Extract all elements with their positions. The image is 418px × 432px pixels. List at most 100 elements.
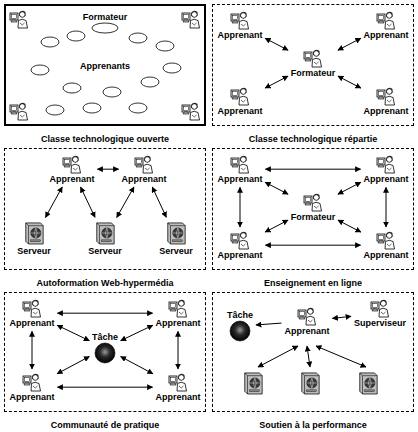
person-node: Formateur xyxy=(291,192,336,222)
plain-node: Apprenants xyxy=(80,61,130,71)
node-icon xyxy=(165,220,187,246)
server-link xyxy=(316,346,366,367)
server-link xyxy=(307,346,310,367)
note-ovals xyxy=(31,31,181,115)
person-icon xyxy=(377,88,395,105)
node-label: Apprenant xyxy=(218,30,263,40)
person-node: Apprenant xyxy=(218,86,263,116)
node-label: Apprenant xyxy=(285,326,330,336)
connector-arrow xyxy=(266,245,361,246)
server-icons xyxy=(245,373,377,394)
connector-arrow xyxy=(265,76,288,88)
node-icon xyxy=(376,154,396,174)
person-icon xyxy=(231,88,249,105)
scenario-panel: Autoformation Web-hypermédia Apprenant App… xyxy=(4,148,206,286)
server-icon xyxy=(26,223,43,244)
connector-arrow xyxy=(152,187,166,217)
server-link xyxy=(258,346,298,367)
node-label: Apprenant xyxy=(122,174,167,184)
person-node: Apprenant xyxy=(364,86,409,116)
node-label: Apprenant xyxy=(364,174,409,184)
node-label: Serveur xyxy=(17,246,51,256)
node-icon xyxy=(230,10,250,30)
oval xyxy=(129,33,147,43)
ball-node: Tâche xyxy=(227,310,253,342)
oval xyxy=(156,41,174,51)
connector-arrow xyxy=(386,187,387,227)
person-icon xyxy=(182,11,200,28)
connector-arrow xyxy=(57,357,89,374)
person-icon xyxy=(231,156,249,173)
person-node: Apprenant xyxy=(364,154,409,184)
scenario-panel: Classe technologique répartieApprenantAp… xyxy=(212,4,414,142)
person-icon xyxy=(377,12,395,29)
connector-arrow xyxy=(58,313,153,314)
person-node: Apprenant xyxy=(218,10,263,40)
node-label: Tâche xyxy=(92,332,118,342)
connector-arrow xyxy=(45,187,62,217)
node-icon xyxy=(94,220,116,246)
server-icon xyxy=(97,223,114,244)
person-icon xyxy=(182,103,200,120)
node-label: Apprenant xyxy=(50,174,95,184)
person-icon xyxy=(298,308,316,325)
oval xyxy=(83,103,101,113)
node-label: Apprenants xyxy=(80,61,130,71)
node-icon xyxy=(168,372,188,392)
oval xyxy=(63,83,81,93)
node-icon xyxy=(376,10,396,30)
note-oval xyxy=(92,23,118,33)
oval xyxy=(141,77,159,87)
node-label: Apprenant xyxy=(156,392,201,402)
connector-arrow xyxy=(178,331,179,369)
connector-arrow xyxy=(256,323,282,325)
server-node: Serveur xyxy=(88,220,122,256)
person-node: Apprenant xyxy=(285,306,330,336)
person-icon xyxy=(231,232,249,249)
caption-wrap: Classe technologique ouverte xyxy=(4,128,206,146)
node-label: Apprenant xyxy=(218,106,263,116)
person-node: Formateur xyxy=(291,48,336,78)
connector-arrow xyxy=(332,316,351,318)
scenario-panel: Enseignement en ligneApprenantApprenantF… xyxy=(212,148,414,286)
person-icon xyxy=(10,11,28,28)
oval xyxy=(129,103,147,113)
oval xyxy=(46,105,64,115)
node-icon xyxy=(22,298,42,318)
node-icon xyxy=(230,154,250,174)
node-label: Apprenant xyxy=(156,318,201,328)
person-node: Apprenant xyxy=(364,230,409,260)
connector-arrow xyxy=(266,169,361,170)
task-ball xyxy=(95,343,115,363)
node-label: Formateur xyxy=(83,12,128,22)
panel-caption: Classe technologique répartie xyxy=(249,134,378,144)
person-icon xyxy=(135,156,153,173)
person-icon xyxy=(169,374,187,391)
node-icon xyxy=(134,154,154,174)
node-icon xyxy=(370,298,390,318)
person-icon xyxy=(23,374,41,391)
server-links xyxy=(258,346,366,367)
person-icon xyxy=(231,12,249,29)
person-node: Apprenant xyxy=(218,230,263,260)
node-icon xyxy=(297,306,317,326)
person-icon xyxy=(10,103,28,120)
panel-caption: Autoformation Web-hypermédia xyxy=(37,278,174,288)
connector-arrow xyxy=(338,76,361,88)
person-icon xyxy=(23,300,41,317)
oval xyxy=(163,63,181,73)
person-icon xyxy=(371,300,389,317)
server-icon xyxy=(302,373,319,394)
node-label: Apprenant xyxy=(364,30,409,40)
ball-node: Tâche xyxy=(92,332,118,364)
connector-arrow xyxy=(265,38,288,50)
node-label: Formateur xyxy=(291,212,336,222)
learner-icons xyxy=(10,11,200,120)
task-ball xyxy=(230,321,250,341)
connector-arrow xyxy=(338,182,361,194)
person-node: Apprenant xyxy=(122,154,167,184)
node-icon xyxy=(23,220,45,246)
person-icon xyxy=(377,232,395,249)
